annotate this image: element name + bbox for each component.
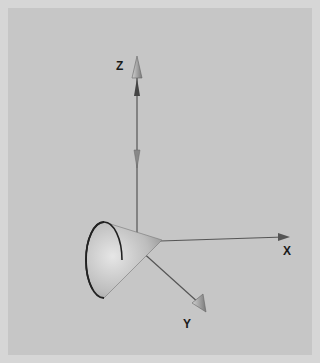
cone-rim-edge <box>86 222 104 298</box>
axis-label: X <box>283 245 291 257</box>
x-arrowhead <box>278 233 290 241</box>
axis-label: Z <box>116 60 123 72</box>
cone <box>86 222 162 298</box>
z-arrowhead <box>132 56 142 78</box>
y-axis <box>140 250 200 304</box>
cone-rim <box>86 222 122 298</box>
z-down-arrow <box>134 150 140 168</box>
x-axis <box>160 237 284 241</box>
y-arrowhead <box>192 294 206 312</box>
viewport-ground <box>8 8 312 355</box>
z-double-arrow <box>134 78 140 96</box>
axis-label: Y <box>183 318 191 330</box>
